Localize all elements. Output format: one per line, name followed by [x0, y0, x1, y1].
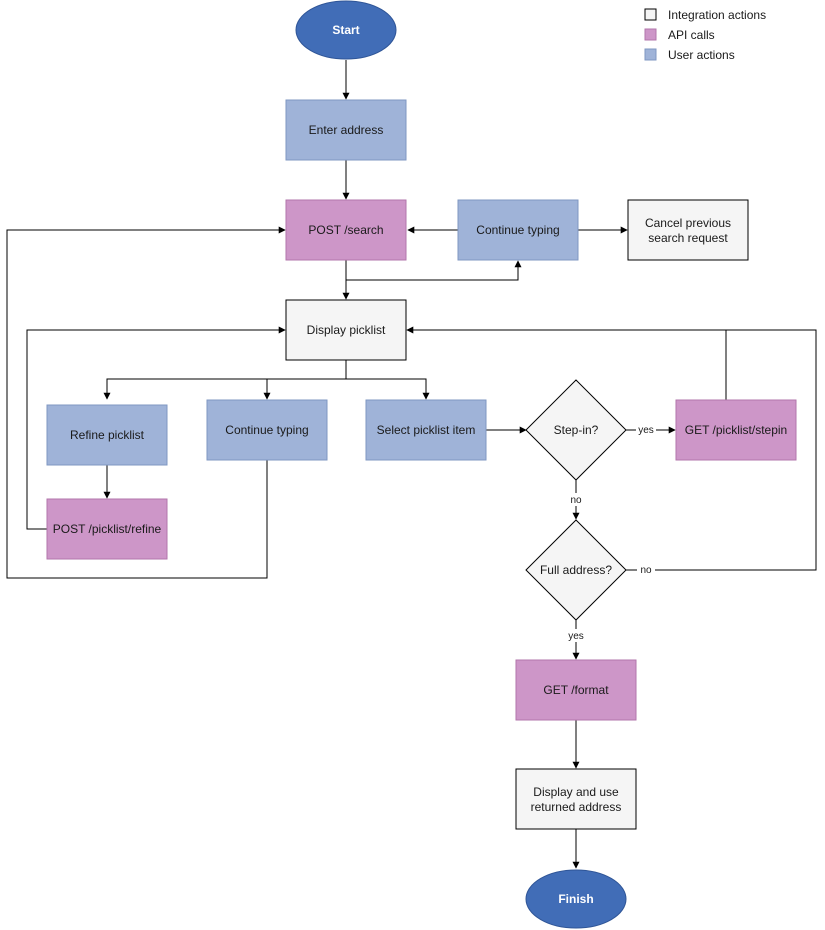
display-address-label-line-1: Display and use	[533, 785, 619, 799]
legend-label-integration: Integration actions	[668, 8, 766, 22]
edge-post-search-continue-typing	[346, 260, 522, 281]
label-step-in-yes: yes	[638, 425, 654, 436]
step-in-label: Step-in?	[554, 423, 599, 437]
continue-typing-top-node: Continue typing	[457, 199, 579, 261]
post-refine-node: POST /picklist/refine	[46, 498, 168, 560]
legend-swatch-integration	[644, 8, 657, 21]
legend: Integration actions API calls User actio…	[644, 8, 766, 62]
label-full-address-yes: yes	[568, 631, 584, 642]
legend-label-api: API calls	[668, 28, 715, 42]
edge-display-picklist-branch-bus	[103, 360, 347, 400]
start-node: Start	[295, 0, 397, 60]
full-address-label: Full address?	[540, 563, 612, 577]
label-step-in-no: no	[570, 495, 582, 506]
step-in-decision: Step-in?	[525, 379, 627, 481]
get-stepin-node: GET /picklist/stepin	[675, 399, 797, 461]
legend-item-api: API calls	[644, 28, 715, 42]
legend-label-user: User actions	[668, 48, 735, 62]
refine-picklist-label: Refine picklist	[70, 428, 145, 442]
nodes: Start Enter address POST /search Continu…	[46, 0, 797, 929]
select-item-node: Select picklist item	[365, 399, 487, 461]
continue-typing-mid-node: Continue typing	[206, 399, 328, 461]
label-full-address-no: no	[640, 565, 652, 576]
legend-item-integration: Integration actions	[644, 8, 766, 22]
post-search-node: POST /search	[285, 199, 407, 261]
legend-swatch-api	[644, 28, 657, 41]
finish-node: Finish	[525, 869, 627, 929]
edge-post-refine-display-picklist	[26, 326, 286, 530]
edge-labels: yes no no yes	[566, 423, 656, 642]
enter-address-node: Enter address	[285, 99, 407, 161]
get-format-node: GET /format	[515, 659, 637, 721]
start-label: Start	[332, 23, 359, 37]
label-bg-full-yes	[566, 629, 586, 642]
display-address-node: Display and use returned address	[515, 768, 637, 830]
legend-item-user: User actions	[644, 48, 735, 62]
full-address-decision: Full address?	[525, 519, 627, 621]
enter-address-label: Enter address	[309, 123, 384, 137]
label-bg-full-no	[637, 563, 655, 576]
finish-label: Finish	[558, 892, 593, 906]
edge-continue-typing-post-search-loop	[6, 226, 286, 579]
get-format-label: GET /format	[543, 683, 609, 697]
cancel-search-label-line-1: Cancel previous	[645, 216, 731, 230]
post-search-label: POST /search	[308, 223, 383, 237]
select-item-label: Select picklist item	[377, 423, 476, 437]
cancel-search-node: Cancel previous search request	[627, 199, 749, 261]
continue-typing-top-label: Continue typing	[476, 223, 559, 237]
label-bg-step-in-yes	[636, 423, 656, 436]
display-picklist-node: Display picklist	[285, 299, 407, 361]
display-picklist-label: Display picklist	[307, 323, 386, 337]
get-stepin-label: GET /picklist/stepin	[685, 423, 787, 437]
edge-full-address-no	[626, 329, 817, 571]
continue-typing-mid-label: Continue typing	[225, 423, 308, 437]
post-refine-label: POST /picklist/refine	[53, 522, 162, 536]
display-address-label-line-2: returned address	[531, 800, 622, 814]
edge-branch-select-item	[346, 378, 430, 400]
legend-swatch-user	[644, 48, 657, 61]
cancel-search-label-line-2: search request	[648, 231, 728, 245]
label-bg-step-in-no	[567, 493, 585, 506]
refine-picklist-node: Refine picklist	[46, 404, 168, 466]
